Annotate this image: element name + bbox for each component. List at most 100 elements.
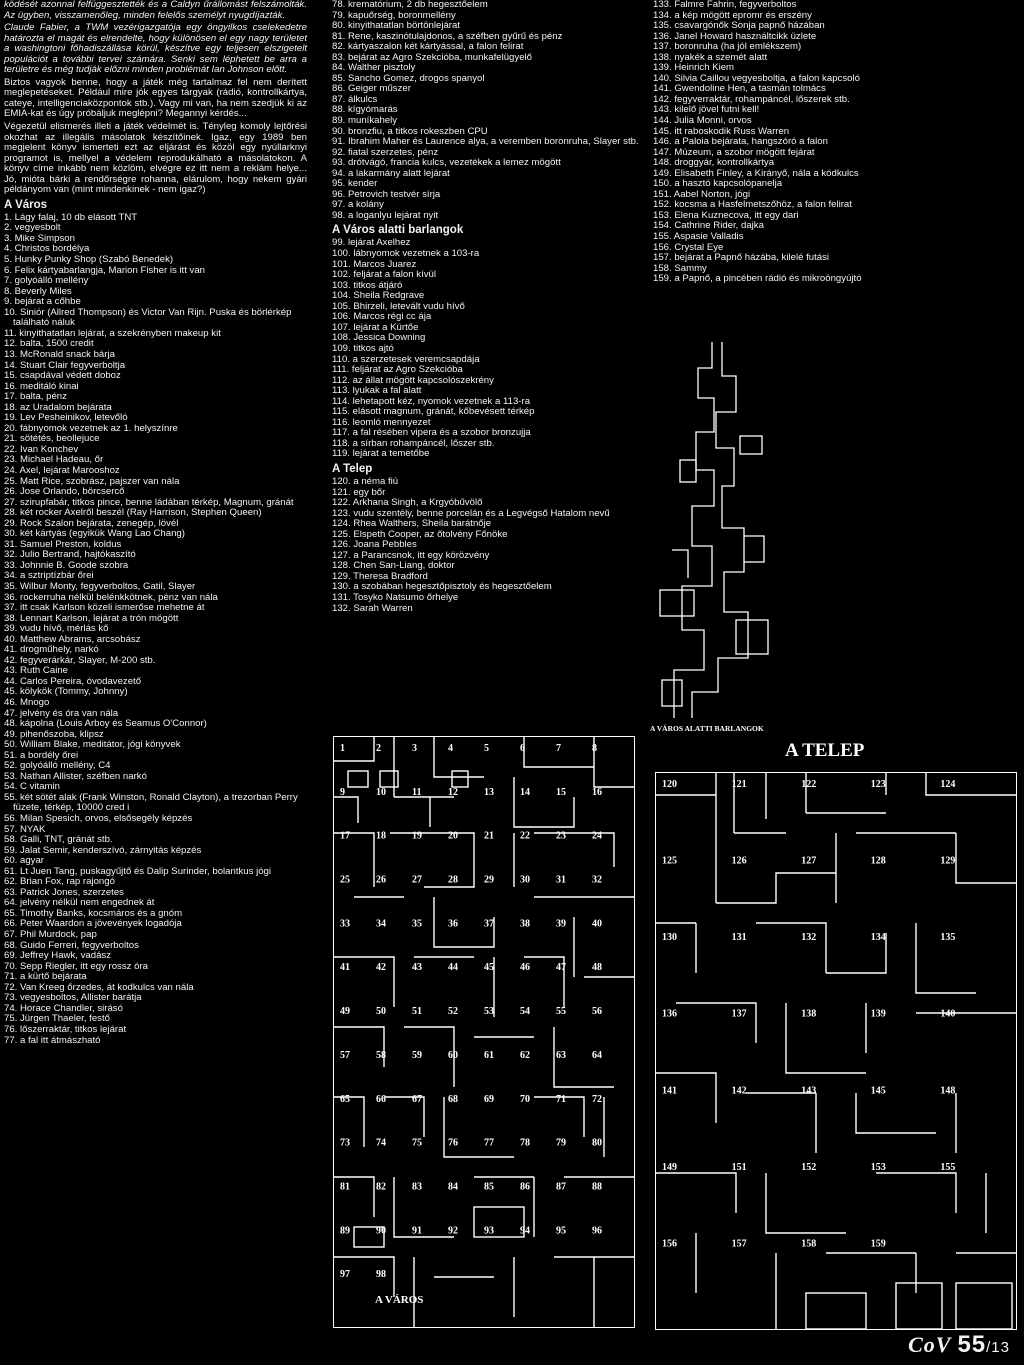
map-room-number: 67 <box>412 1094 422 1105</box>
section-heading-varos: A Város <box>4 198 48 211</box>
location-item: 79. kapuőrség, boronmellény <box>332 10 456 21</box>
map-room-number: 84 <box>448 1181 458 1192</box>
location-item: 85. Sancho Gomez, drogos spanyol <box>332 73 485 84</box>
article-paragraph: Claude Fabier, a TWM vezérigazgatója egy… <box>4 22 307 76</box>
location-item: 63. Patrick Jones, szerzetes <box>4 887 124 898</box>
location-item: 25. Matt Rice, szobrász, pajszer van nál… <box>4 476 180 487</box>
location-item: 57. NYAK <box>4 824 46 835</box>
location-item: 159. a Papnő, a pincében rádió és mikroö… <box>653 274 862 285</box>
map-room-number: 125 <box>662 856 677 867</box>
location-item: 18. az Uradalom bejárata <box>4 402 112 413</box>
location-item: 20. fábnyomok vezetnek az 1. helyszínre <box>4 423 178 434</box>
map-room-number: 22 <box>520 831 530 842</box>
map-room-number: 5 <box>484 743 489 754</box>
location-item: 114. lehetapott kéz, nyomok vezetnek a 1… <box>332 396 531 407</box>
page-number: 55 <box>957 1331 987 1358</box>
location-item: 5. Hunky Punky Shop (Szabó Benedek) <box>4 255 174 266</box>
location-item: 54. C vitamin <box>4 782 60 793</box>
text-column-1: ködését azonnal felfüggesztették és a Ca… <box>4 0 307 1046</box>
map-room-number: 32 <box>592 875 602 886</box>
map-room-number: 90 <box>376 1225 386 1236</box>
map-room-number: 97 <box>340 1269 350 1280</box>
location-item: 126. Joana Pebbles <box>332 540 417 551</box>
map-room-number: 69 <box>484 1094 494 1105</box>
map-room-number: 145 <box>871 1085 886 1096</box>
map-room-number: 68 <box>448 1094 458 1105</box>
location-item: 50. William Blake, meditátor, jógi könyv… <box>4 740 181 751</box>
map-room-number: 140 <box>940 1009 955 1020</box>
location-item: 42. fegyverárkár, Slayer, M-200 stb. <box>4 655 156 666</box>
location-item: 125. Elspeth Cooper, az őtolvény Főnöke <box>332 529 508 540</box>
location-item: 27. szirupfabár, titkos pince, benne lád… <box>4 497 294 508</box>
location-item: 105. Bhirzeli, letevált vudu hívő <box>332 301 465 312</box>
location-item: 72. Van Kreeg őrzedes, át kodkulcs van n… <box>4 982 194 993</box>
location-item: 55. két sötét alak (Frank Winston, Ronal… <box>4 792 298 814</box>
location-item: 14. Stuart Clair fegyverboltja <box>4 360 126 371</box>
location-item: 99. lejárat Axelhez <box>332 238 411 249</box>
location-item: 56. Milan Spesich, orvos, elsősegély kép… <box>4 814 193 825</box>
map-room-number: 130 <box>662 932 677 943</box>
location-item: 130. a szobában hegesztőpisztoly és hege… <box>332 582 552 593</box>
map-room-number: 31 <box>556 875 566 886</box>
location-item: 96. Petrovich testvér sírja <box>332 189 441 200</box>
location-item: 81. Rene, kaszinótulajdonos, a széfben g… <box>332 31 563 42</box>
location-item: 23. Michael Hadeau, őr <box>4 455 104 466</box>
map-room-number: 121 <box>732 779 747 790</box>
map-room-number: 152 <box>801 1162 816 1173</box>
location-item: 145. itt raboskodik Russ Warren <box>653 126 790 137</box>
location-item: 113. lyukak a fal alatt <box>332 386 422 397</box>
map-room-number: 51 <box>412 1006 422 1017</box>
article-paragraph: Biztos vagyok benne, hogy a játék még ta… <box>4 76 307 120</box>
location-item: 106. Marcos régi cc ája <box>332 312 432 323</box>
caves-map-caption: A VÁROS ALATTI BARLANGOK <box>650 724 764 733</box>
map-room-number: 137 <box>732 1009 747 1020</box>
map-room-number: 57 <box>340 1050 350 1061</box>
map-room-number: 77 <box>484 1138 494 1149</box>
location-item: 147. Múzeum, a szobor mögött fejárat <box>653 147 815 158</box>
location-item: 146. a Paloia bejárata, hangszóró a falo… <box>653 137 828 148</box>
map-room-number: 41 <box>340 962 350 973</box>
map-room-number: 58 <box>376 1050 386 1061</box>
map-room-number: 93 <box>484 1225 494 1236</box>
location-item: 12. balta, 1500 credit <box>4 339 94 350</box>
location-item: 9. bejárat a cőhbe <box>4 297 81 308</box>
map-room-number: 47 <box>556 962 566 973</box>
location-item: 66. Peter Waardon a jövevények logadója <box>4 919 182 930</box>
location-item: 93. drótvágó, francia kulcs, vezetékek a… <box>332 158 561 169</box>
map-room-number: 94 <box>520 1225 530 1236</box>
location-item: 140. Silvia Caillou vegyesboltja, a falo… <box>653 73 860 84</box>
map-room-number: 49 <box>340 1006 350 1017</box>
location-item: 129. Theresa Bradford <box>332 571 428 582</box>
location-item: 104. Sheila Redgrave <box>332 291 425 302</box>
map-room-number: 50 <box>376 1006 386 1017</box>
map-room-number: 3 <box>412 743 417 754</box>
location-item: 70. Sepp Riegler, itt egy rossz óra <box>4 961 148 972</box>
map-room-number: 4 <box>448 743 453 754</box>
magazine-logo: CoV <box>908 1332 952 1357</box>
map-room-number: 42 <box>376 962 386 973</box>
location-item: 69. Jeffrey Hawk, vadász <box>4 951 112 962</box>
location-item: 4. Christos bordélya <box>4 244 90 255</box>
location-item: 64. jelvény nélkül nem engednek át <box>4 898 155 909</box>
location-item: 137. boronruha (ha jól emlékszem) <box>653 42 802 53</box>
map-room-number: 142 <box>732 1085 747 1096</box>
map-room-number: 138 <box>801 1009 816 1020</box>
location-item: 71. a kürtő bejárata <box>4 972 87 983</box>
location-item: 156. Crystal Eye <box>653 242 724 253</box>
location-item: 29. Rock Szalon bejárata, zenegép, lövél <box>4 518 179 529</box>
location-item: 44. Carlos Pereira, óvodavezető <box>4 676 142 687</box>
location-item: 21. sötétés, beollejuce <box>4 434 100 445</box>
location-item: 141. Gwendoline Hen, a tasmán tolmács <box>653 84 826 95</box>
location-item: 2. vegyesbolt <box>4 223 61 234</box>
location-item: 100. lábnyomok vezetnek a 103-ra <box>332 249 480 260</box>
map-room-number: 70 <box>520 1094 530 1105</box>
map-room-number: 73 <box>340 1138 350 1149</box>
map-room-number: 149 <box>662 1162 677 1173</box>
location-item: 75. Jürgen Thaeler, festő <box>4 1014 110 1025</box>
location-item: 95. kender <box>332 179 378 190</box>
